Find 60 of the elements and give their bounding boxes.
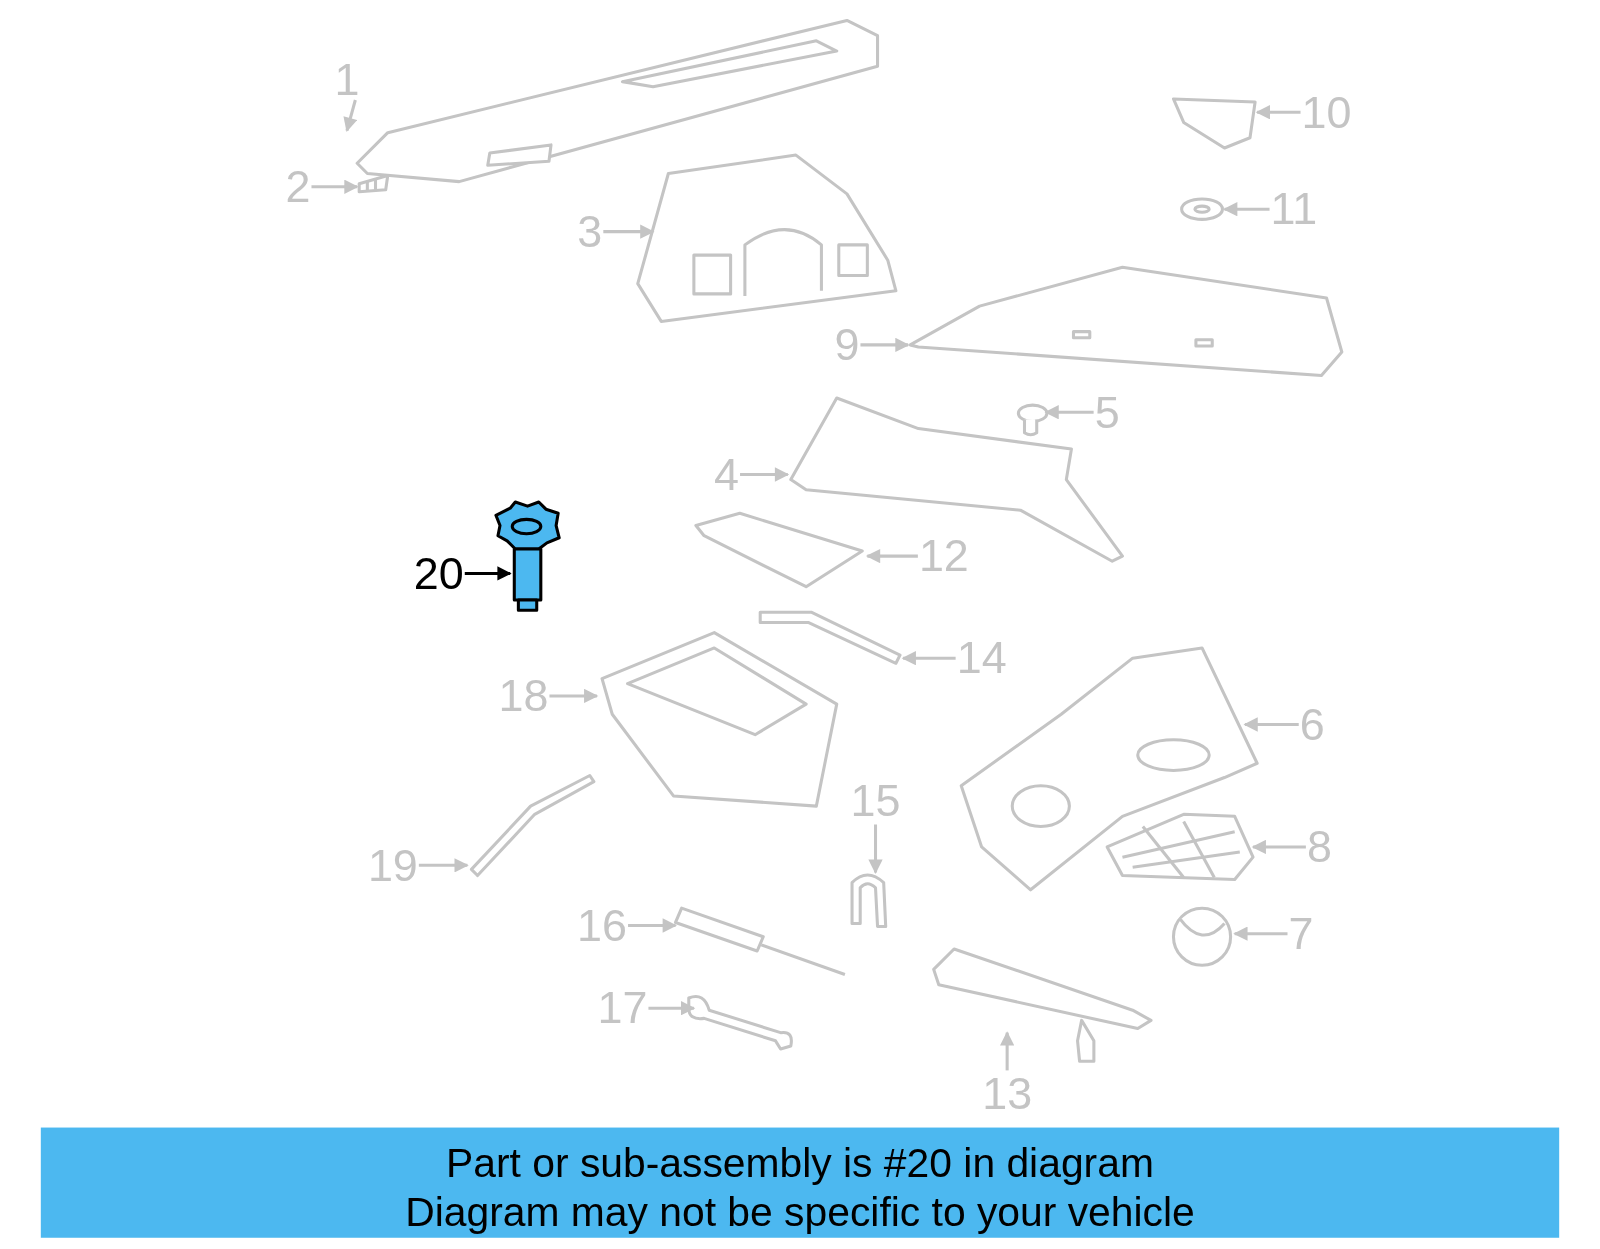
notice-text: Diagram may not be specific to your vehicle [404,1190,1196,1232]
callout-number: 10 [1301,89,1352,135]
leader-line [628,918,677,933]
callout-number: 20 [413,551,464,596]
leader-line [1233,926,1288,941]
callout-number: 18 [498,673,549,719]
screwdriver-drawing [674,906,846,976]
callout-number: 15 [850,778,901,824]
knob-drawing [494,500,561,612]
callout-number: 14 [956,635,1007,681]
callout-number: 5 [1094,389,1120,435]
wrench-drawing [687,994,793,1051]
clip-drawing [850,873,888,929]
leader-line [1243,717,1299,732]
cap-drawing [1171,906,1233,967]
notice-banner [40,1127,1560,1238]
leader-line [1255,105,1301,120]
strap-drawing [469,774,596,878]
leader-line [1223,202,1270,217]
callout-number: 2 [285,164,311,210]
bracket-drawing [1171,97,1257,150]
leader-line [868,824,883,874]
leader-line [901,651,956,666]
callout-number: 4 [714,452,739,497]
leader-line [549,688,599,704]
callout-number: 12 [918,533,969,579]
leader-line [418,858,469,873]
callout-number: 16 [577,903,627,948]
callout-number: 9 [834,322,860,368]
leader-line [311,179,359,194]
notice-text: Part or sub-assembly is #20 in diagram [445,1141,1155,1183]
callout-number: 1 [334,57,360,103]
leader-line [1044,405,1094,420]
leader-line [1000,1031,1015,1071]
callout-number: 13 [982,1071,1033,1117]
callout-number: 7 [1288,911,1314,957]
rod-drawing [758,610,902,665]
trim-panel-drawing [636,153,898,323]
push-pin-drawing [1016,403,1049,437]
callout-number: 3 [577,209,603,255]
washer-drawing [1180,197,1224,221]
leader-line [865,549,918,564]
leader-line [464,566,512,581]
storage-tray-drawing [600,631,839,808]
leader-line [1251,839,1306,855]
lug-wrench-drawing [932,947,1153,1063]
leader-line [603,224,655,239]
jack-drawing [694,511,864,589]
callout-number: 17 [597,985,648,1031]
trim-panel-drawing [908,265,1344,378]
leader-line [740,467,790,482]
clip-drawing [357,174,390,194]
callout-number: 19 [367,842,418,888]
callout-number: 8 [1306,824,1332,870]
callout-number: 6 [1299,702,1325,747]
grille-drawing [1105,812,1255,882]
callout-number: 11 [1270,186,1318,232]
leader-line [343,99,358,132]
leader-line [648,1001,696,1016]
leader-line [860,337,910,353]
